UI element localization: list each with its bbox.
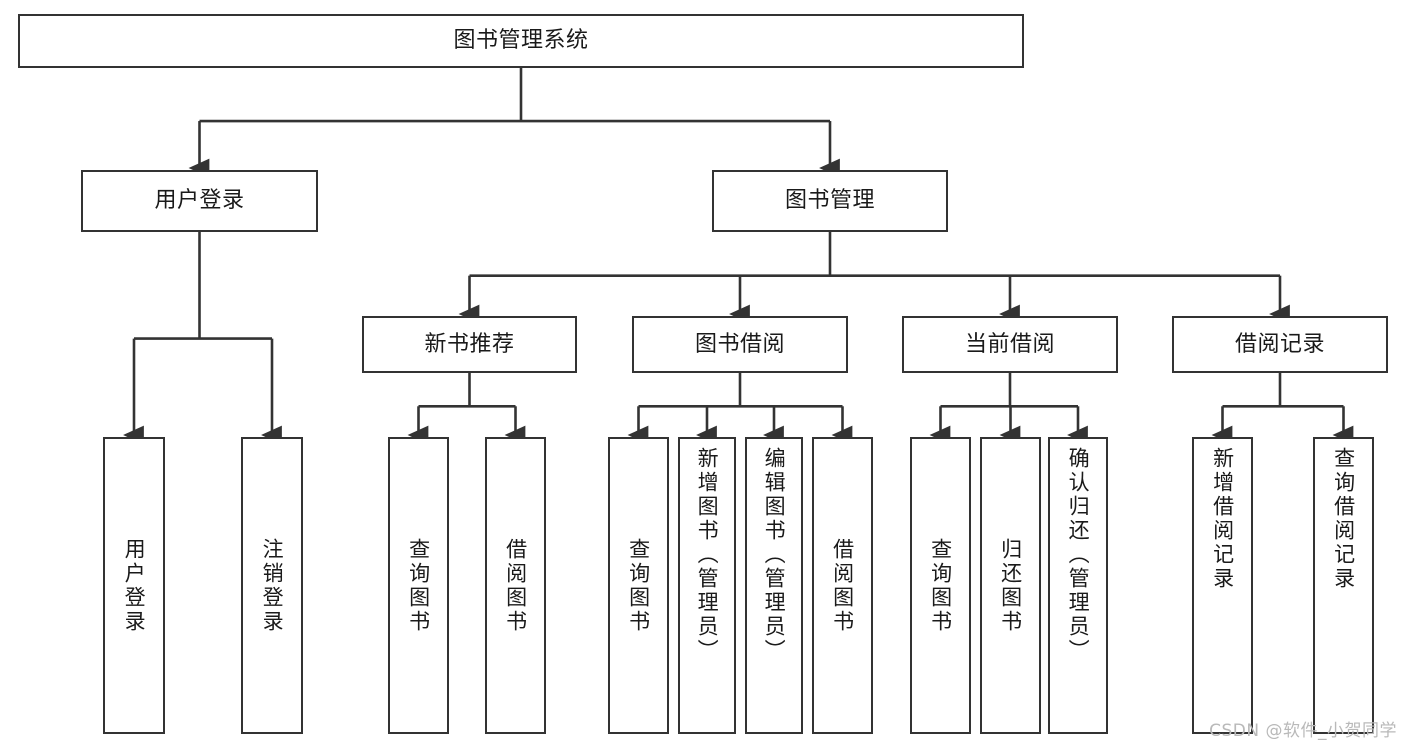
node-leaf_query_record[interactable]: 查询借阅记录 xyxy=(1313,437,1374,734)
node-label: 编辑图书（管理员） xyxy=(762,447,787,663)
node-label: 查询图书 xyxy=(928,537,953,634)
node-leaf_add_record[interactable]: 新增借阅记录 xyxy=(1192,437,1253,734)
node-label: 新增借阅记录 xyxy=(1210,447,1235,591)
node-borrow_record[interactable]: 借阅记录 xyxy=(1172,316,1388,373)
node-leaf_borrow_book_2[interactable]: 借阅图书 xyxy=(812,437,873,734)
node-label: 查询图书 xyxy=(406,537,431,634)
node-label: 确认归还（管理员） xyxy=(1066,447,1091,663)
node-book_borrow[interactable]: 图书借阅 xyxy=(632,316,848,373)
node-leaf_edit_book[interactable]: 编辑图书（管理员） xyxy=(745,437,803,734)
node-label: 用户登录 xyxy=(154,188,245,214)
node-root[interactable]: 图书管理系统 xyxy=(18,14,1024,68)
node-label: 查询图书 xyxy=(626,537,651,634)
node-label: 查询借阅记录 xyxy=(1331,447,1356,591)
node-label: 图书管理系统 xyxy=(453,28,589,54)
node-label: 注销登录 xyxy=(260,537,285,634)
node-label: 借阅图书 xyxy=(830,537,855,634)
node-leaf_return_book[interactable]: 归还图书 xyxy=(980,437,1041,734)
node-leaf_add_book[interactable]: 新增图书（管理员） xyxy=(678,437,736,734)
node-book_mgmt[interactable]: 图书管理 xyxy=(712,170,948,232)
node-label: 新增图书（管理员） xyxy=(695,447,720,663)
node-label: 新书推荐 xyxy=(424,331,515,357)
node-user_login[interactable]: 用户登录 xyxy=(81,170,318,232)
node-label: 借阅图书 xyxy=(503,537,528,634)
node-label: 图书借阅 xyxy=(694,331,785,357)
node-label: 当前借阅 xyxy=(964,331,1055,357)
node-label: 用户登录 xyxy=(122,537,147,634)
node-label: 图书管理 xyxy=(784,188,875,214)
node-leaf_query_book_1[interactable]: 查询图书 xyxy=(388,437,449,734)
node-leaf_confirm_ret[interactable]: 确认归还（管理员） xyxy=(1048,437,1108,734)
node-leaf_borrow_book_1[interactable]: 借阅图书 xyxy=(485,437,546,734)
node-leaf_query_book_2[interactable]: 查询图书 xyxy=(608,437,669,734)
node-leaf_query_book_3[interactable]: 查询图书 xyxy=(910,437,971,734)
node-leaf_logout[interactable]: 注销登录 xyxy=(241,437,303,734)
watermark: CSDN @软件_小贺同学 xyxy=(1209,721,1397,741)
node-label: 借阅记录 xyxy=(1234,331,1325,357)
node-label: 归还图书 xyxy=(998,537,1023,634)
node-current_borrow[interactable]: 当前借阅 xyxy=(902,316,1118,373)
node-leaf_user_login[interactable]: 用户登录 xyxy=(103,437,165,734)
node-new_book_rec[interactable]: 新书推荐 xyxy=(362,316,577,373)
